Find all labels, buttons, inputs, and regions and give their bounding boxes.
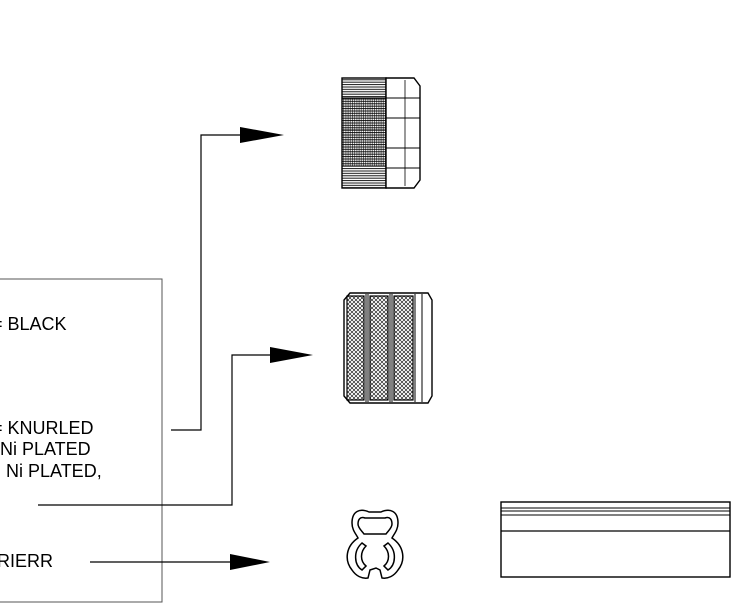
part-carrier-bar	[500, 501, 731, 578]
leader-knurled	[171, 127, 284, 431]
leader-carrier	[90, 554, 270, 570]
leader-ni-plated	[38, 347, 313, 506]
part-retaining-clip	[346, 509, 404, 579]
label-rierr: RIERR	[0, 551, 54, 571]
label-knurled: = KNURLED	[0, 418, 94, 438]
part-diamond-knurled-nut	[343, 292, 433, 404]
label-ni-plated-2: , Ni PLATED,	[0, 461, 102, 481]
part-knurled-hex-nut	[341, 77, 421, 189]
label-black: = BLACK	[0, 314, 67, 334]
label-ni-plated: Ni PLATED	[0, 439, 91, 459]
legend-frame	[0, 278, 163, 603]
